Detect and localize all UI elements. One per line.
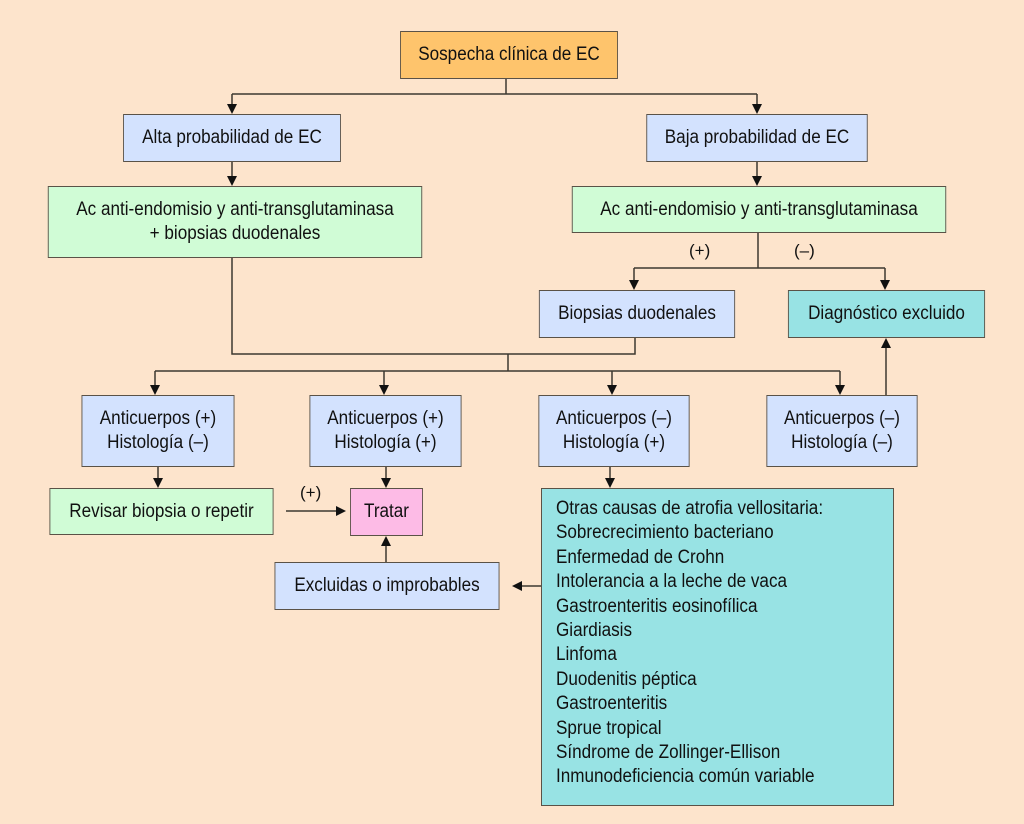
edge-label-negative: (–) — [794, 241, 815, 260]
list-item: Gastroenteritis eosinofílica — [556, 595, 758, 617]
list-item: Sprue tropical — [556, 717, 662, 739]
arrowhead-icon — [381, 478, 391, 488]
node-text: Baja probabilidad de EC — [664, 127, 850, 148]
list-item: Intolerancia a la leche de vaca — [556, 571, 788, 593]
node-revisar-biopsia: Revisar biopsia o repetir — [49, 488, 274, 535]
node-text: Histología (+) — [562, 432, 666, 453]
arrowhead-icon — [153, 478, 163, 488]
arrowhead-icon — [835, 385, 845, 395]
arrowhead-icon — [752, 176, 762, 186]
list-item: Linfoma — [556, 644, 617, 666]
node-text: Anticuerpos (–) — [784, 408, 900, 429]
node-text: Histología (+) — [334, 432, 437, 453]
arrowhead-icon — [381, 536, 391, 546]
node-text: Histología (–) — [791, 432, 893, 453]
node-alta-probabilidad: Alta probabilidad de EC — [123, 114, 341, 162]
node-ac-right: Ac anti-endomisio y anti-transglutaminas… — [571, 186, 947, 233]
node-text: Diagnóstico excluido — [808, 303, 965, 324]
arrowhead-icon — [336, 506, 346, 516]
arrowhead-icon — [605, 478, 615, 488]
list-item: Giardiasis — [556, 620, 633, 642]
node-tratar: Tratar — [350, 488, 423, 536]
arrowhead-icon — [607, 385, 617, 395]
node-text: Histología (–) — [107, 432, 209, 453]
node-text: Tratar — [364, 501, 409, 522]
connector — [231, 258, 636, 355]
node-text: Anticuerpos (+) — [327, 408, 444, 429]
node-text: Ac anti-endomisio y anti-transglutaminas… — [600, 198, 918, 220]
arrowhead-icon — [881, 338, 891, 348]
node-diagnostico-excluido: Diagnóstico excluido — [787, 290, 986, 338]
arrowhead-icon — [880, 280, 890, 290]
node-baja-probabilidad: Baja probabilidad de EC — [646, 114, 868, 162]
node-result-ab-neg-hist-pos: Anticuerpos (–) Histología (+) — [538, 395, 690, 467]
list-item: Sobrecrecimiento bacteriano — [556, 522, 774, 544]
node-result-ab-pos-hist-neg: Anticuerpos (+) Histología (–) — [81, 395, 235, 467]
list-item: Gastroenteritis — [556, 693, 668, 715]
arrowhead-icon — [379, 385, 389, 395]
arrowhead-icon — [752, 104, 762, 114]
node-ac-biopsias-left: Ac anti-endomisio y anti-transglutaminas… — [47, 186, 423, 258]
list-item: Duodenitis péptica — [556, 668, 697, 690]
node-excluidas-improbables: Excluidas o improbables — [274, 562, 500, 610]
list-item: Inmunodeficiencia común variable — [556, 766, 815, 788]
node-text: Alta probabilidad de EC — [142, 127, 322, 148]
node-text: Anticuerpos (+) — [99, 408, 217, 429]
node-result-ab-neg-hist-neg: Anticuerpos (–) Histología (–) — [766, 395, 918, 467]
node-text: Ac anti-endomisio y anti-transglutaminas… — [76, 199, 394, 220]
node-text: Sospecha clínica de EC — [418, 44, 600, 65]
list-heading: Otras causas de atrofia vellositaria: — [556, 498, 824, 519]
node-text: + biopsias duodenales — [149, 223, 321, 244]
node-text: Biopsias duodenales — [558, 303, 716, 324]
node-result-ab-pos-hist-pos: Anticuerpos (+) Histología (+) — [309, 395, 462, 467]
node-text: Anticuerpos (–) — [556, 408, 672, 429]
node-text: Revisar biopsia o repetir — [69, 500, 254, 522]
arrowhead-icon — [150, 385, 160, 395]
edge-label-positive: (+) — [689, 241, 711, 260]
node-biopsias-duodenales: Biopsias duodenales — [538, 290, 736, 338]
arrowhead-icon — [227, 176, 237, 186]
edge-label-revisar-positive: (+) — [300, 483, 322, 502]
node-sospecha-clinica: Sospecha clínica de EC — [400, 31, 618, 79]
list-item: Enfermedad de Crohn — [556, 546, 725, 568]
arrowhead-icon — [512, 581, 522, 591]
arrowhead-icon — [227, 104, 237, 114]
arrowhead-icon — [629, 280, 639, 290]
node-text: Excluidas o improbables — [294, 575, 480, 596]
list-item: Síndrome de Zollinger-Ellison — [556, 742, 781, 764]
node-otras-causas-list: Otras causas de atrofia vellositaria: So… — [541, 488, 894, 806]
